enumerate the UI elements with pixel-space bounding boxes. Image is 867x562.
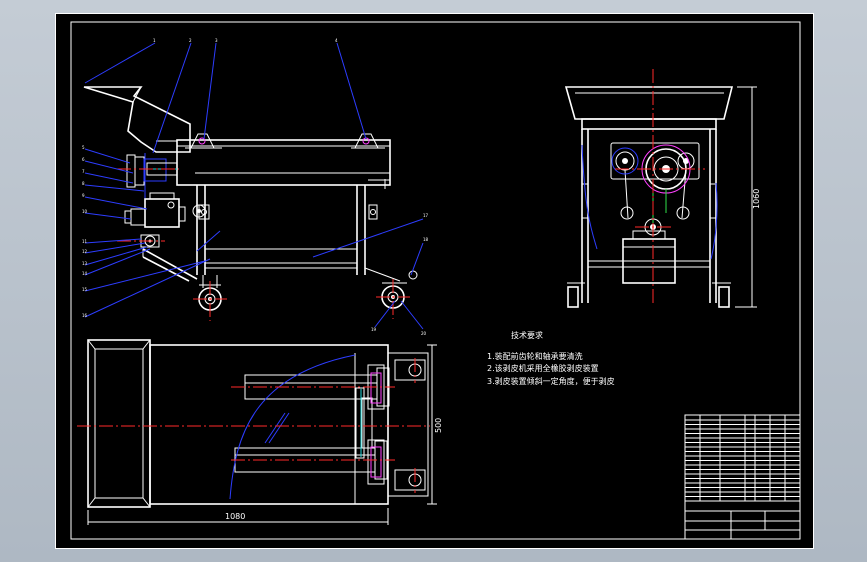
tech-requirement-2: 2.该剥皮机采用全橡胶剥皮装置 <box>487 363 599 373</box>
part-number-19: 19 <box>371 327 377 332</box>
outer-border <box>55 13 814 549</box>
part-number-9: 9 <box>82 193 85 198</box>
width-dimension: 500 <box>434 418 443 433</box>
part-number-6: 6 <box>82 157 85 162</box>
part-number-13: 13 <box>82 261 88 266</box>
drawing-sheet: 1 2 3 4 5 6 7 8 9 10 11 12 13 14 15 16 1… <box>55 13 814 549</box>
part-number-2: 2 <box>189 38 192 43</box>
part-number-12: 12 <box>82 249 88 254</box>
side-view: 1060 <box>564 69 761 308</box>
part-number-14: 14 <box>82 271 88 276</box>
tech-requirement-3: 3.剥皮装置倾斜一定角度，便于剥皮 <box>487 376 615 386</box>
length-dimension: 1080 <box>225 512 245 521</box>
front-view: 1 2 3 4 5 6 7 8 9 10 11 12 13 14 15 16 1… <box>82 38 429 336</box>
technical-requirements: 技术要求 1.装配前齿轮和轴承要清洗 2.该剥皮机采用全橡胶剥皮装置 3.剥皮装… <box>487 330 615 386</box>
inner-border <box>70 21 801 540</box>
part-number-20: 20 <box>421 331 427 336</box>
top-view: 500 1080 <box>77 339 443 525</box>
side-hopper <box>564 86 734 120</box>
part-number-10: 10 <box>82 209 88 214</box>
part-number-11: 11 <box>82 239 88 244</box>
part-number-15: 15 <box>82 287 88 292</box>
part-number-4: 4 <box>335 38 338 43</box>
parts-list-rows <box>685 419 800 497</box>
part-number-16: 16 <box>82 313 88 318</box>
part-number-18: 18 <box>423 237 429 242</box>
top-hopper <box>87 339 151 508</box>
part-number-8: 8 <box>82 181 85 186</box>
part-number-1: 1 <box>153 38 156 43</box>
part-number-17: 17 <box>423 213 429 218</box>
height-dimension: 1060 <box>752 189 761 209</box>
hopper <box>83 86 191 153</box>
cad-drawing: 1 2 3 4 5 6 7 8 9 10 11 12 13 14 15 16 1… <box>55 13 814 549</box>
part-number-7: 7 <box>82 169 85 174</box>
part-number-3: 3 <box>215 38 218 43</box>
tech-requirement-1: 1.装配前齿轮和轴承要清洗 <box>487 351 583 361</box>
roller-housing <box>176 139 391 186</box>
tech-requirements-heading: 技术要求 <box>511 330 543 340</box>
part-number-5: 5 <box>82 145 85 150</box>
